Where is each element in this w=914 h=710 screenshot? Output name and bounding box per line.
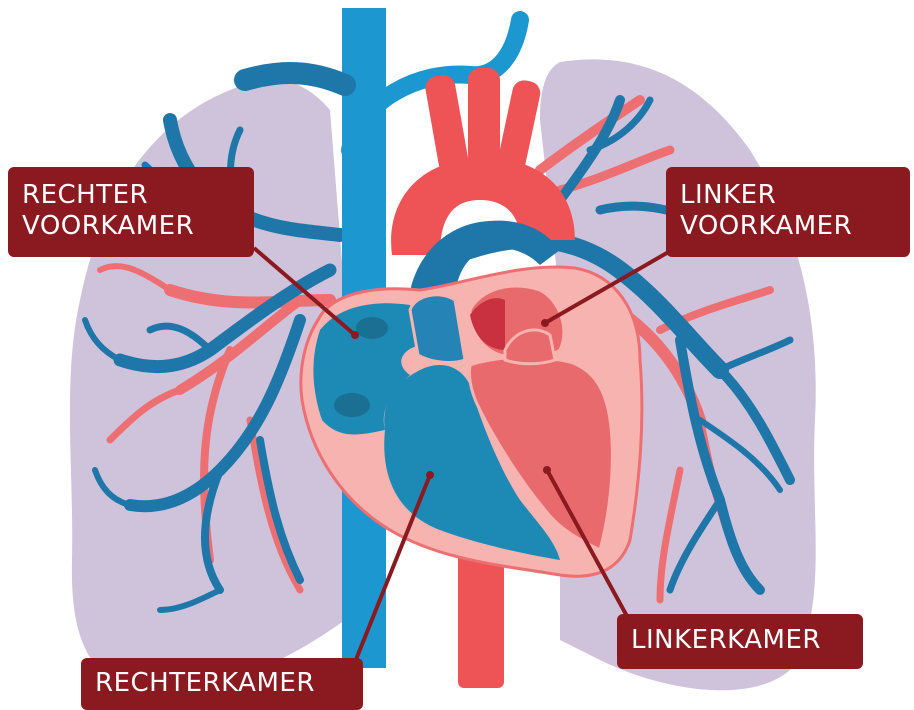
pulmonary-valve [410, 295, 465, 363]
label-left-ventricle: LINKERKAMER [617, 614, 863, 669]
label-left-atrium-line1: LINKER [680, 180, 896, 211]
label-right-ventricle-text: RECHTERKAMER [95, 668, 349, 699]
brachiocephalic-vein [245, 73, 345, 85]
label-left-ventricle-text: LINKERKAMER [631, 625, 849, 656]
label-right-atrium-line2: VOORKAMER [22, 211, 240, 242]
label-right-atrium-line1: RECHTER [22, 180, 240, 211]
label-right-ventricle: RECHTERKAMER [81, 658, 363, 710]
label-left-atrium: LINKER VOORKAMER [666, 167, 910, 257]
valve-mark [356, 317, 388, 339]
valve-mark [334, 393, 370, 417]
label-left-atrium-line2: VOORKAMER [680, 211, 896, 242]
label-right-atrium: RECHTER VOORKAMER [8, 167, 254, 257]
